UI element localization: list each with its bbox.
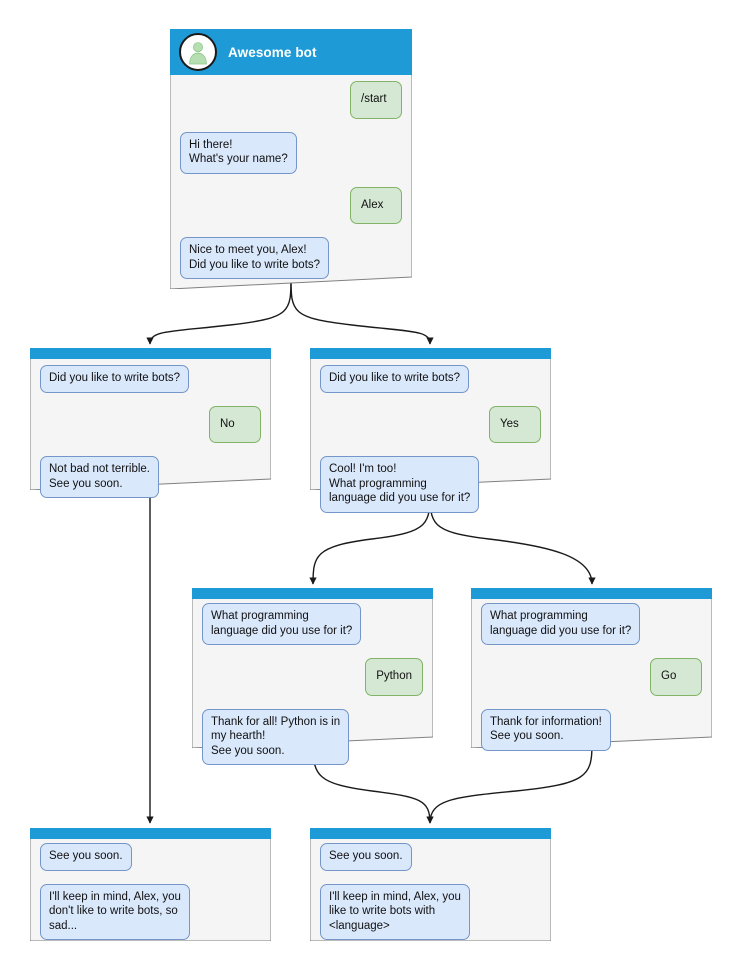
bot-message-bubble: See you soon.	[40, 843, 132, 871]
chat-node-end-no[interactable]: See you soon. I'll keep in mind, Alex, y…	[30, 828, 271, 941]
bot-message-bubble: What programming language did you use fo…	[481, 603, 641, 645]
bot-message-bubble: I'll keep in mind, Alex, you like to wri…	[320, 883, 470, 940]
bot-message-bubble: Did you like to write bots?	[40, 365, 190, 393]
message-row: /start	[180, 81, 402, 119]
message-list-no-branch: Did you like to write bots? No Not bad n…	[30, 365, 271, 511]
user-message-bubble: Alex	[350, 186, 402, 224]
chat-node-yes-branch[interactable]: Did you like to write bots? Yes Cool! I'…	[310, 348, 551, 513]
message-list-go-branch: What programming language did you use fo…	[471, 603, 712, 764]
message-row: No	[40, 405, 261, 443]
bot-message-bubble: I'll keep in mind, Alex, you don't like …	[40, 883, 190, 940]
bot-message-bubble: Thank for information! See you soon.	[481, 708, 611, 751]
person-avatar-icon	[179, 33, 217, 71]
message-list-end-yes: See you soon. I'll keep in mind, Alex, y…	[310, 843, 551, 953]
bot-message-bubble: Nice to meet you, Alex! Did you like to …	[180, 237, 330, 279]
message-row: Hi there! What's your name?	[180, 131, 402, 174]
message-row: What programming language did you use fo…	[202, 603, 423, 645]
user-message-bubble: Yes	[489, 405, 541, 443]
message-row: Not bad not terrible. See you soon.	[40, 456, 261, 498]
message-row: Thank for all! Python is in my hearth! S…	[202, 708, 423, 765]
message-row: See you soon.	[40, 843, 261, 871]
message-row: Go	[481, 658, 702, 696]
message-row: Thank for information! See you soon.	[481, 708, 702, 751]
node-header-root: Awesome bot	[170, 29, 412, 75]
message-row: Nice to meet you, Alex! Did you like to …	[180, 237, 402, 279]
chat-node-end-yes[interactable]: See you soon. I'll keep in mind, Alex, y…	[310, 828, 551, 941]
message-list-python-branch: What programming language did you use fo…	[192, 603, 433, 778]
user-message-bubble: No	[209, 405, 261, 443]
message-row: I'll keep in mind, Alex, you like to wri…	[320, 883, 541, 940]
message-list-root: /start Hi there! What's your name? Alex …	[170, 81, 412, 292]
message-row: What programming language did you use fo…	[481, 603, 702, 645]
bot-message-bubble: What programming language did you use fo…	[202, 603, 362, 645]
message-row: I'll keep in mind, Alex, you don't like …	[40, 883, 261, 940]
message-row: Yes	[320, 405, 541, 443]
user-message-bubble: /start	[350, 81, 402, 119]
message-list-yes-branch: Did you like to write bots? Yes Cool! I'…	[310, 365, 551, 526]
bot-message-bubble: Cool! I'm too! What programming language…	[320, 456, 480, 513]
message-row: Did you like to write bots?	[320, 365, 541, 393]
chat-node-go-branch[interactable]: What programming language did you use fo…	[471, 588, 712, 751]
user-message-bubble: Python	[365, 658, 423, 696]
bot-message-bubble: Hi there! What's your name?	[180, 131, 297, 174]
message-row: Did you like to write bots?	[40, 365, 261, 393]
chat-node-python-branch[interactable]: What programming language did you use fo…	[192, 588, 433, 765]
message-row: See you soon.	[320, 843, 541, 871]
bot-title: Awesome bot	[228, 44, 317, 60]
bot-message-bubble: Thank for all! Python is in my hearth! S…	[202, 708, 350, 765]
bot-message-bubble: Not bad not terrible. See you soon.	[40, 456, 160, 498]
message-row: Cool! I'm too! What programming language…	[320, 456, 541, 513]
bot-message-bubble: See you soon.	[320, 843, 412, 871]
bot-message-bubble: Did you like to write bots?	[320, 365, 470, 393]
chat-node-root[interactable]: Awesome bot /start Hi there! What's your…	[170, 29, 412, 289]
chat-node-no-branch[interactable]: Did you like to write bots? No Not bad n…	[30, 348, 271, 498]
user-message-bubble: Go	[650, 658, 702, 696]
message-row: Alex	[180, 186, 402, 224]
message-list-end-no: See you soon. I'll keep in mind, Alex, y…	[30, 843, 271, 953]
message-row: Python	[202, 658, 423, 696]
